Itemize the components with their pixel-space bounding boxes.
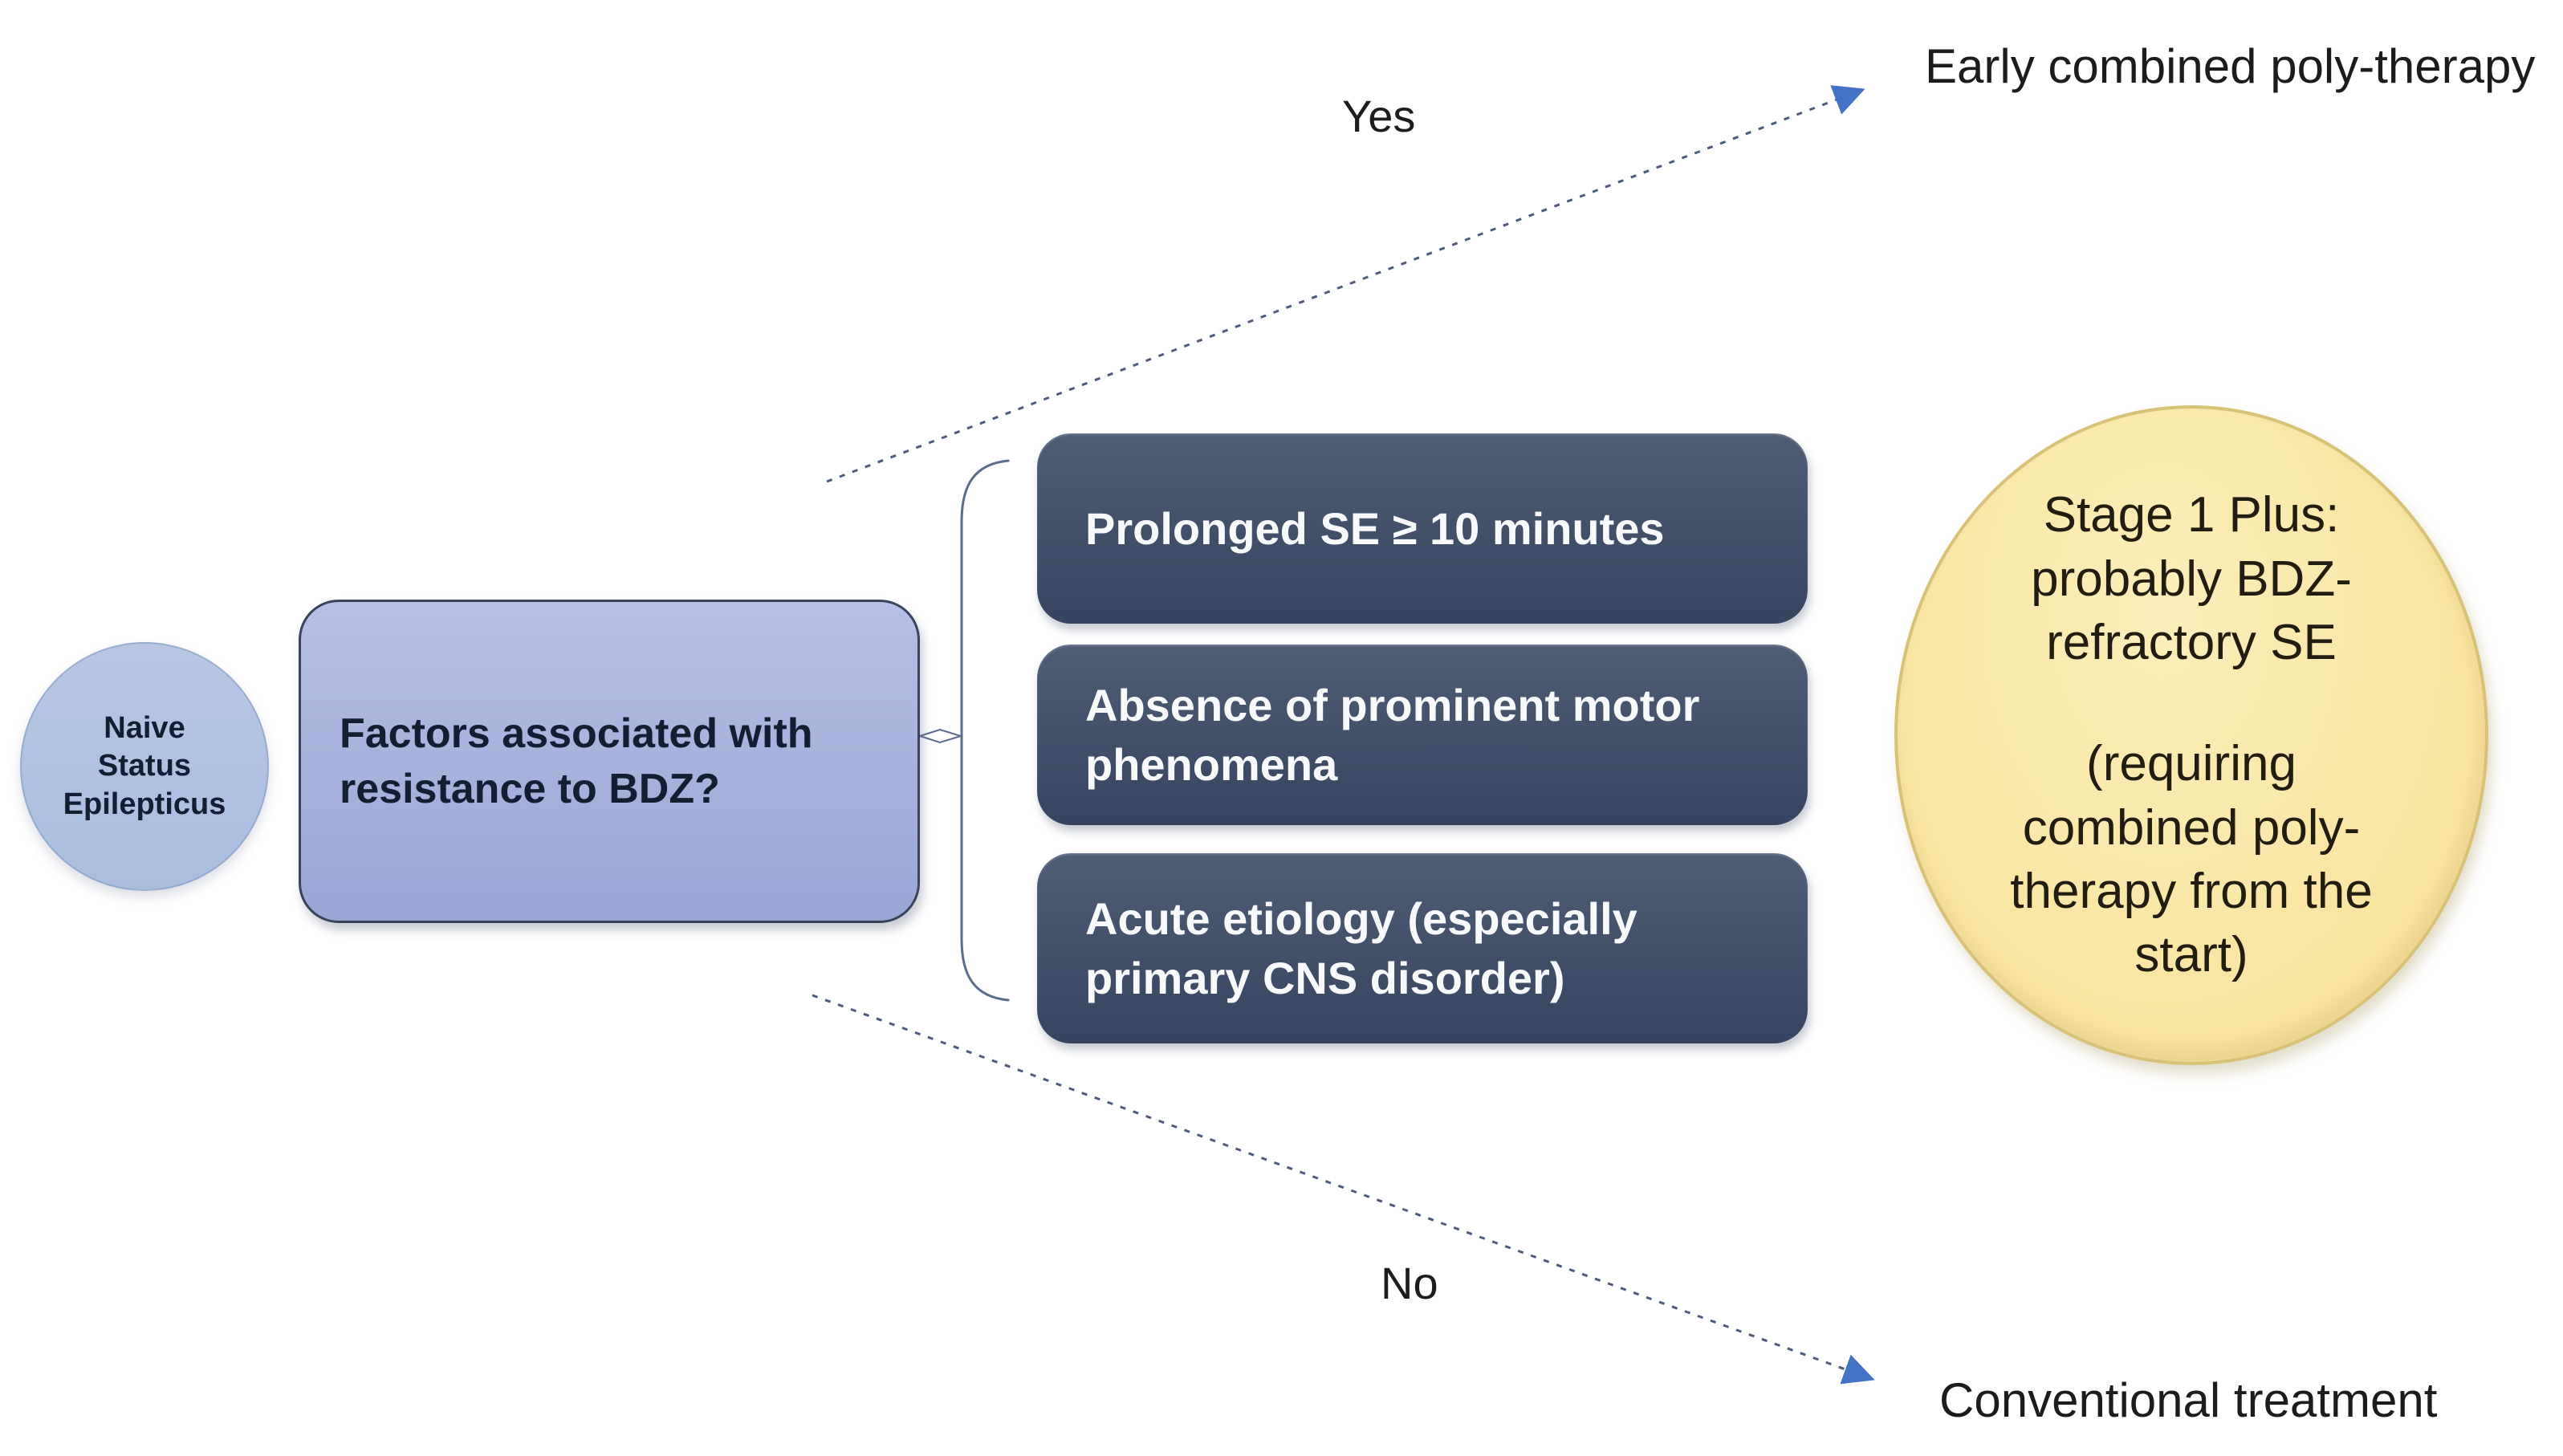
factor-box-prolonged-se: Prolonged SE ≥ 10 minutes — [1037, 433, 1808, 624]
factor-box-acute-etiology: Acute etiology (especially primary CNS d… — [1037, 853, 1808, 1043]
question-node-bdz-resistance: Factors associated with resistance to BD… — [299, 600, 920, 923]
yes-branch-label: Yes — [1342, 91, 1416, 141]
outcome-node-stage-1-plus: Stage 1 Plus: probably BDZ- refractory S… — [1894, 405, 2488, 1065]
no-branch-label: No — [1381, 1258, 1438, 1308]
outcome-subtitle: (requiring combined poly- therapy from t… — [2010, 736, 2373, 983]
no-branch-target: Conventional treatment — [1939, 1373, 2438, 1427]
bracket-connector — [917, 728, 964, 744]
yes-branch-line — [826, 85, 1865, 483]
no-branch-line — [812, 994, 1875, 1385]
factor-group-bracket — [960, 459, 1010, 1002]
start-node-naive-se: Naive Status Epilepticus — [20, 642, 269, 891]
outcome-title: Stage 1 Plus: probably BDZ- refractory S… — [2031, 487, 2352, 670]
factor-box-absent-motor-phenomena: Absence of prominent motor phenomena — [1037, 645, 1808, 825]
yes-branch-target: Early combined poly-therapy — [1925, 39, 2536, 93]
